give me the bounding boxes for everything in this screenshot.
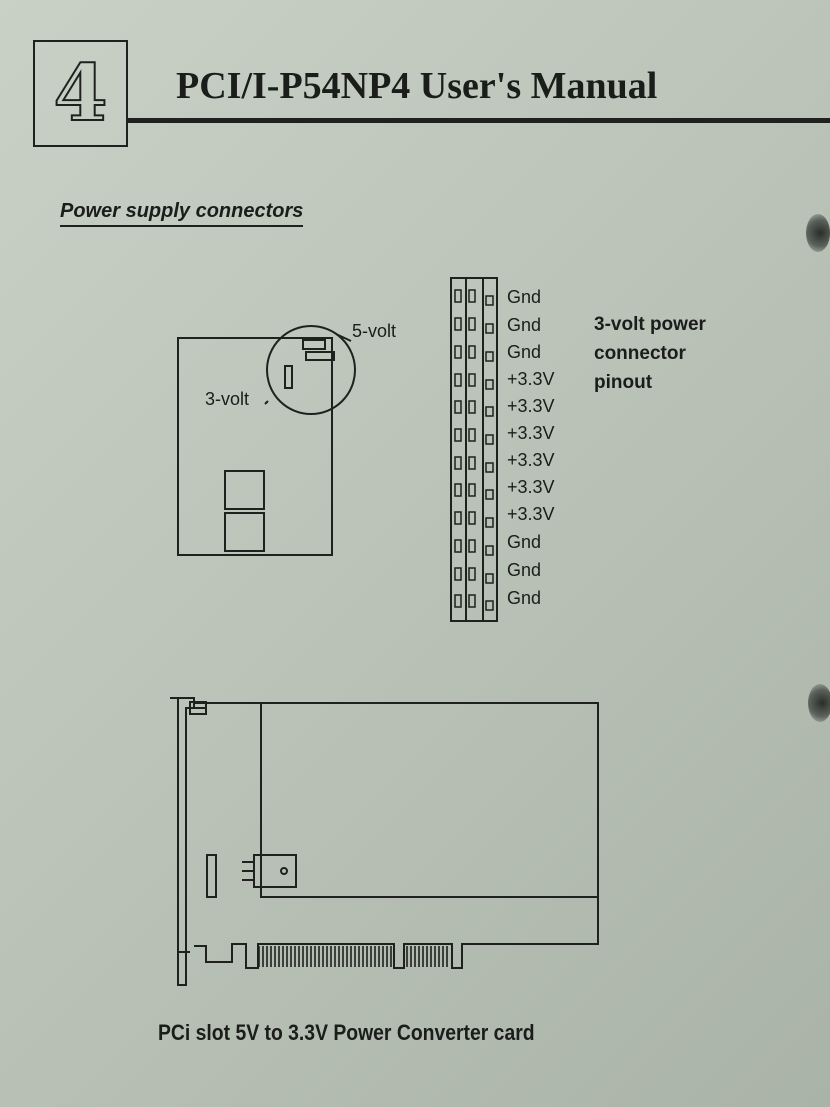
connector-3v-shape	[284, 365, 293, 389]
voltage-regulator	[242, 854, 297, 888]
page-title: PCI/I-P54NP4 User's Manual	[176, 65, 658, 107]
header-rule	[128, 118, 830, 123]
pin-label-11: Gnd	[507, 560, 542, 580]
chapter-badge: 4	[33, 40, 128, 147]
pin-label-8: +3.3V	[507, 477, 555, 497]
pin-label-2: Gnd	[507, 315, 542, 335]
figure-caption: PCi slot 5V to 3.3V Power Converter card	[158, 1020, 535, 1045]
pinout-title-line-1: 3-volt power	[594, 314, 706, 335]
binder-hole-top	[806, 214, 830, 252]
pin-label-5: +3.3V	[507, 396, 555, 416]
board-outline	[177, 337, 333, 556]
pinout-title: 3-volt power connector pinout	[594, 310, 706, 397]
card-header-pins	[206, 854, 217, 898]
label-5-volt: 5-volt	[352, 321, 397, 341]
label-3-volt: 3-volt	[205, 389, 250, 409]
pin-label-9: +3.3V	[507, 504, 555, 524]
connector-5v-shape	[302, 339, 335, 361]
pin-label-6: +3.3V	[507, 423, 555, 443]
edge-connector-fingers	[258, 946, 448, 967]
pin-label-10: Gnd	[507, 532, 542, 552]
pin-label-12: Gnd	[507, 588, 542, 608]
connector-pinout-body	[450, 277, 498, 622]
card-bracket	[170, 697, 207, 986]
pin-label-1: Gnd	[507, 287, 542, 307]
chapter-number: 4	[52, 47, 108, 139]
card-daughterboard	[260, 702, 599, 898]
binder-hole-bottom	[808, 684, 830, 722]
pin-label-4: +3.3V	[507, 369, 555, 389]
section-heading: Power supply connectors	[60, 200, 304, 227]
pinout-title-line-3: pinout	[594, 372, 653, 393]
board-chip-bottom	[224, 512, 265, 552]
pin-label-3: Gnd	[507, 342, 542, 362]
pin-label-7: +3.3V	[507, 450, 555, 470]
pinout-title-line-2: connector	[594, 343, 686, 364]
connector-zoom-circle	[264, 325, 356, 415]
card-pcb-outline	[194, 702, 599, 969]
connector-pin-cells	[454, 289, 494, 611]
board-chip-top	[224, 470, 265, 510]
